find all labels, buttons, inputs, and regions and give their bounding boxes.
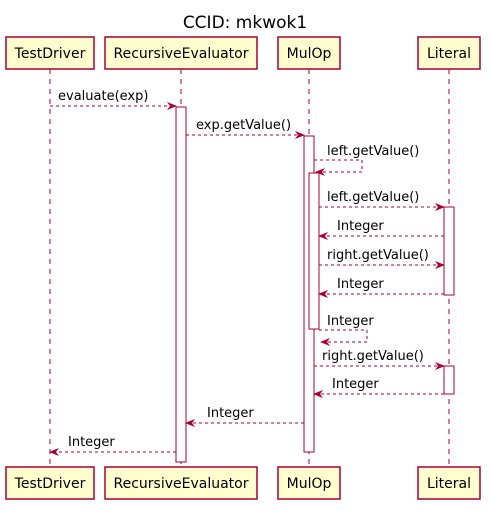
message-label: right.getValue(): [327, 248, 429, 263]
diagram-title: CCID: mkwok1: [183, 13, 307, 33]
participant-top-li: Literal: [417, 36, 481, 70]
message-re-to-td: Integer: [49, 435, 176, 456]
participant-bottom-mo: MulOp: [277, 466, 341, 500]
message-label: right.getValue(): [322, 349, 424, 364]
message-mo-to-li: right.getValue(): [314, 349, 445, 370]
participant-label: Literal: [427, 46, 471, 62]
message-label: Integer: [207, 406, 254, 421]
message-label: left.getValue(): [327, 144, 419, 159]
activation-mo: [308, 172, 320, 330]
message-label: Integer: [337, 277, 384, 292]
activation-li: [443, 365, 455, 395]
participant-box: [277, 466, 341, 500]
message-td-to-re: evaluate(exp): [50, 89, 177, 110]
participant-top-td: TestDriver: [5, 36, 95, 70]
activation-re: [175, 106, 187, 463]
message-mo-to-mo: Integer: [319, 314, 374, 346]
message-li-to-mo: Integer: [318, 277, 444, 298]
messages: evaluate(exp) exp.getValue() left.getValue…: [49, 89, 445, 456]
participant-box: [5, 36, 95, 70]
message-label: Integer: [327, 314, 374, 329]
participant-box: [277, 36, 341, 70]
message-mo-to-re: Integer: [185, 406, 304, 427]
message-mo-to-mo: left.getValue(): [314, 144, 419, 176]
activations: [175, 106, 455, 463]
self-message-arrow: [319, 329, 368, 346]
participant-bottom-li: Literal: [417, 466, 481, 500]
participant-bottom-td: TestDriver: [5, 466, 95, 500]
participant-label: MulOp: [287, 46, 332, 62]
participant-box: [417, 36, 481, 70]
self-message-arrow: [314, 159, 363, 176]
participant-label: RecursiveEvaluator: [114, 46, 249, 62]
participant-label: MulOp: [287, 476, 332, 492]
message-label: evaluate(exp): [58, 89, 148, 104]
message-li-to-mo: Integer: [313, 377, 444, 398]
participant-label: RecursiveEvaluator: [114, 476, 249, 492]
participant-box: [104, 466, 258, 500]
message-li-to-mo: Integer: [318, 219, 444, 240]
message-re-to-mo: exp.getValue(): [186, 118, 305, 139]
activation-li: [443, 206, 455, 296]
message-mo-to-li: left.getValue(): [319, 190, 445, 211]
participant-label: TestDriver: [14, 476, 86, 492]
participants-bottom: TestDriver RecursiveEvaluator MulOp Literal: [5, 466, 481, 500]
message-label: Integer: [337, 219, 384, 234]
participant-top-re: RecursiveEvaluator: [104, 36, 258, 70]
participant-top-mo: MulOp: [277, 36, 341, 70]
message-label: left.getValue(): [327, 190, 419, 205]
message-label: exp.getValue(): [196, 118, 291, 133]
message-label: Integer: [332, 377, 379, 392]
message-mo-to-li: right.getValue(): [319, 248, 445, 269]
message-label: Integer: [68, 435, 115, 450]
participants-top: TestDriver RecursiveEvaluator MulOp Literal: [5, 36, 481, 70]
participant-box: [417, 466, 481, 500]
participant-box: [104, 36, 258, 70]
participant-box: [5, 466, 95, 500]
participant-label: Literal: [427, 476, 471, 492]
participant-bottom-re: RecursiveEvaluator: [104, 466, 258, 500]
participant-label: TestDriver: [14, 46, 86, 62]
